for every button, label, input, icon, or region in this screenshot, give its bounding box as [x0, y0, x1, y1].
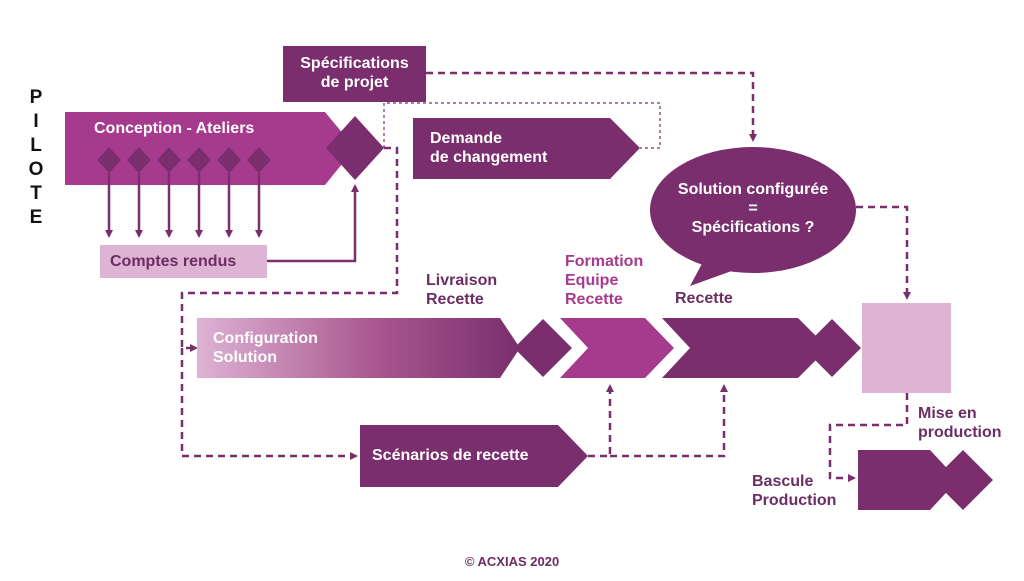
formation-label: Formation Equipe Recette: [565, 252, 643, 309]
bascule-shape: [858, 450, 958, 510]
conception-label: Conception - Ateliers: [94, 120, 255, 137]
scenarios-label: Scénarios de recette: [372, 447, 529, 464]
livraison-line-2: Recette: [426, 291, 484, 308]
bascule-line-2: Production: [752, 492, 837, 509]
bascule-line-1: Bascule: [752, 473, 814, 490]
configuration-label: Configuration Solution: [213, 329, 318, 367]
recette-label: Recette: [675, 290, 733, 307]
solution-line-1: Solution configurée: [677, 181, 829, 198]
demande-loop-line: [383, 102, 661, 149]
demande-shape: [413, 118, 640, 179]
conception-milestones: [97, 147, 271, 173]
demande-line-2: de changement: [430, 149, 548, 166]
demande-line-1: Demande: [430, 130, 503, 147]
comptes-to-diamond-arrow: [267, 184, 359, 263]
recette-shape: [662, 318, 828, 378]
formation-line-3: Recette: [565, 291, 623, 308]
scenarios-to-recette-arrow: [610, 384, 728, 458]
comptes-rendus-label: Comptes rendus: [110, 253, 237, 270]
solution-line-3: Spécifications ?: [691, 219, 815, 236]
specifications-box: [283, 46, 426, 102]
specs-to-bubble-arrow: [426, 71, 757, 142]
comptes-rendus-box: [100, 245, 267, 278]
pilote-label: P I L O T E: [28, 87, 44, 228]
solution-question-label: Solution configurée = Spécifications ?: [650, 180, 856, 237]
bascule-label: Bascule Production: [752, 472, 836, 510]
mise-en-production-label: Mise en production: [918, 404, 1002, 442]
production-to-bascule-arrow: [828, 393, 909, 482]
configuration-shape: [197, 318, 520, 378]
configuration-line-1: Configuration: [213, 330, 318, 347]
formation-shape: [560, 318, 674, 378]
mise-line-1: Mise en: [918, 405, 977, 422]
copyright: © ACXIAS 2020: [464, 554, 560, 569]
solution-question-bubble: [650, 147, 856, 286]
formation-line-2: Equipe: [565, 272, 619, 289]
scenarios-shape: [360, 425, 588, 487]
scenarios-to-formation-arrow: [588, 384, 614, 458]
bubble-to-production-arrow: [856, 205, 911, 300]
recette-end-diamond: [803, 319, 861, 377]
specifications-label: Spécifications de projet: [283, 54, 426, 92]
to-scenarios-arrow: [180, 348, 358, 460]
diamond-to-configuration-arrow: [180, 146, 399, 352]
livraison-label: Livraison Recette: [426, 271, 497, 309]
formation-line-1: Formation: [565, 253, 644, 270]
specifications-line-1: Spécifications: [300, 55, 409, 72]
configuration-line-2: Solution: [213, 349, 277, 366]
mise-en-production-box: [862, 303, 951, 393]
bascule-end-diamond: [933, 450, 993, 510]
specifications-line-2: de projet: [320, 74, 389, 91]
conception-to-comptes-arrows: [105, 173, 263, 238]
conception-end-diamond: [326, 116, 384, 180]
livraison-line-1: Livraison: [426, 272, 498, 289]
mise-line-2: production: [918, 424, 1002, 441]
configuration-end-diamond: [514, 319, 572, 377]
solution-line-2: =: [748, 200, 758, 217]
demande-label: Demande de changement: [430, 129, 547, 167]
